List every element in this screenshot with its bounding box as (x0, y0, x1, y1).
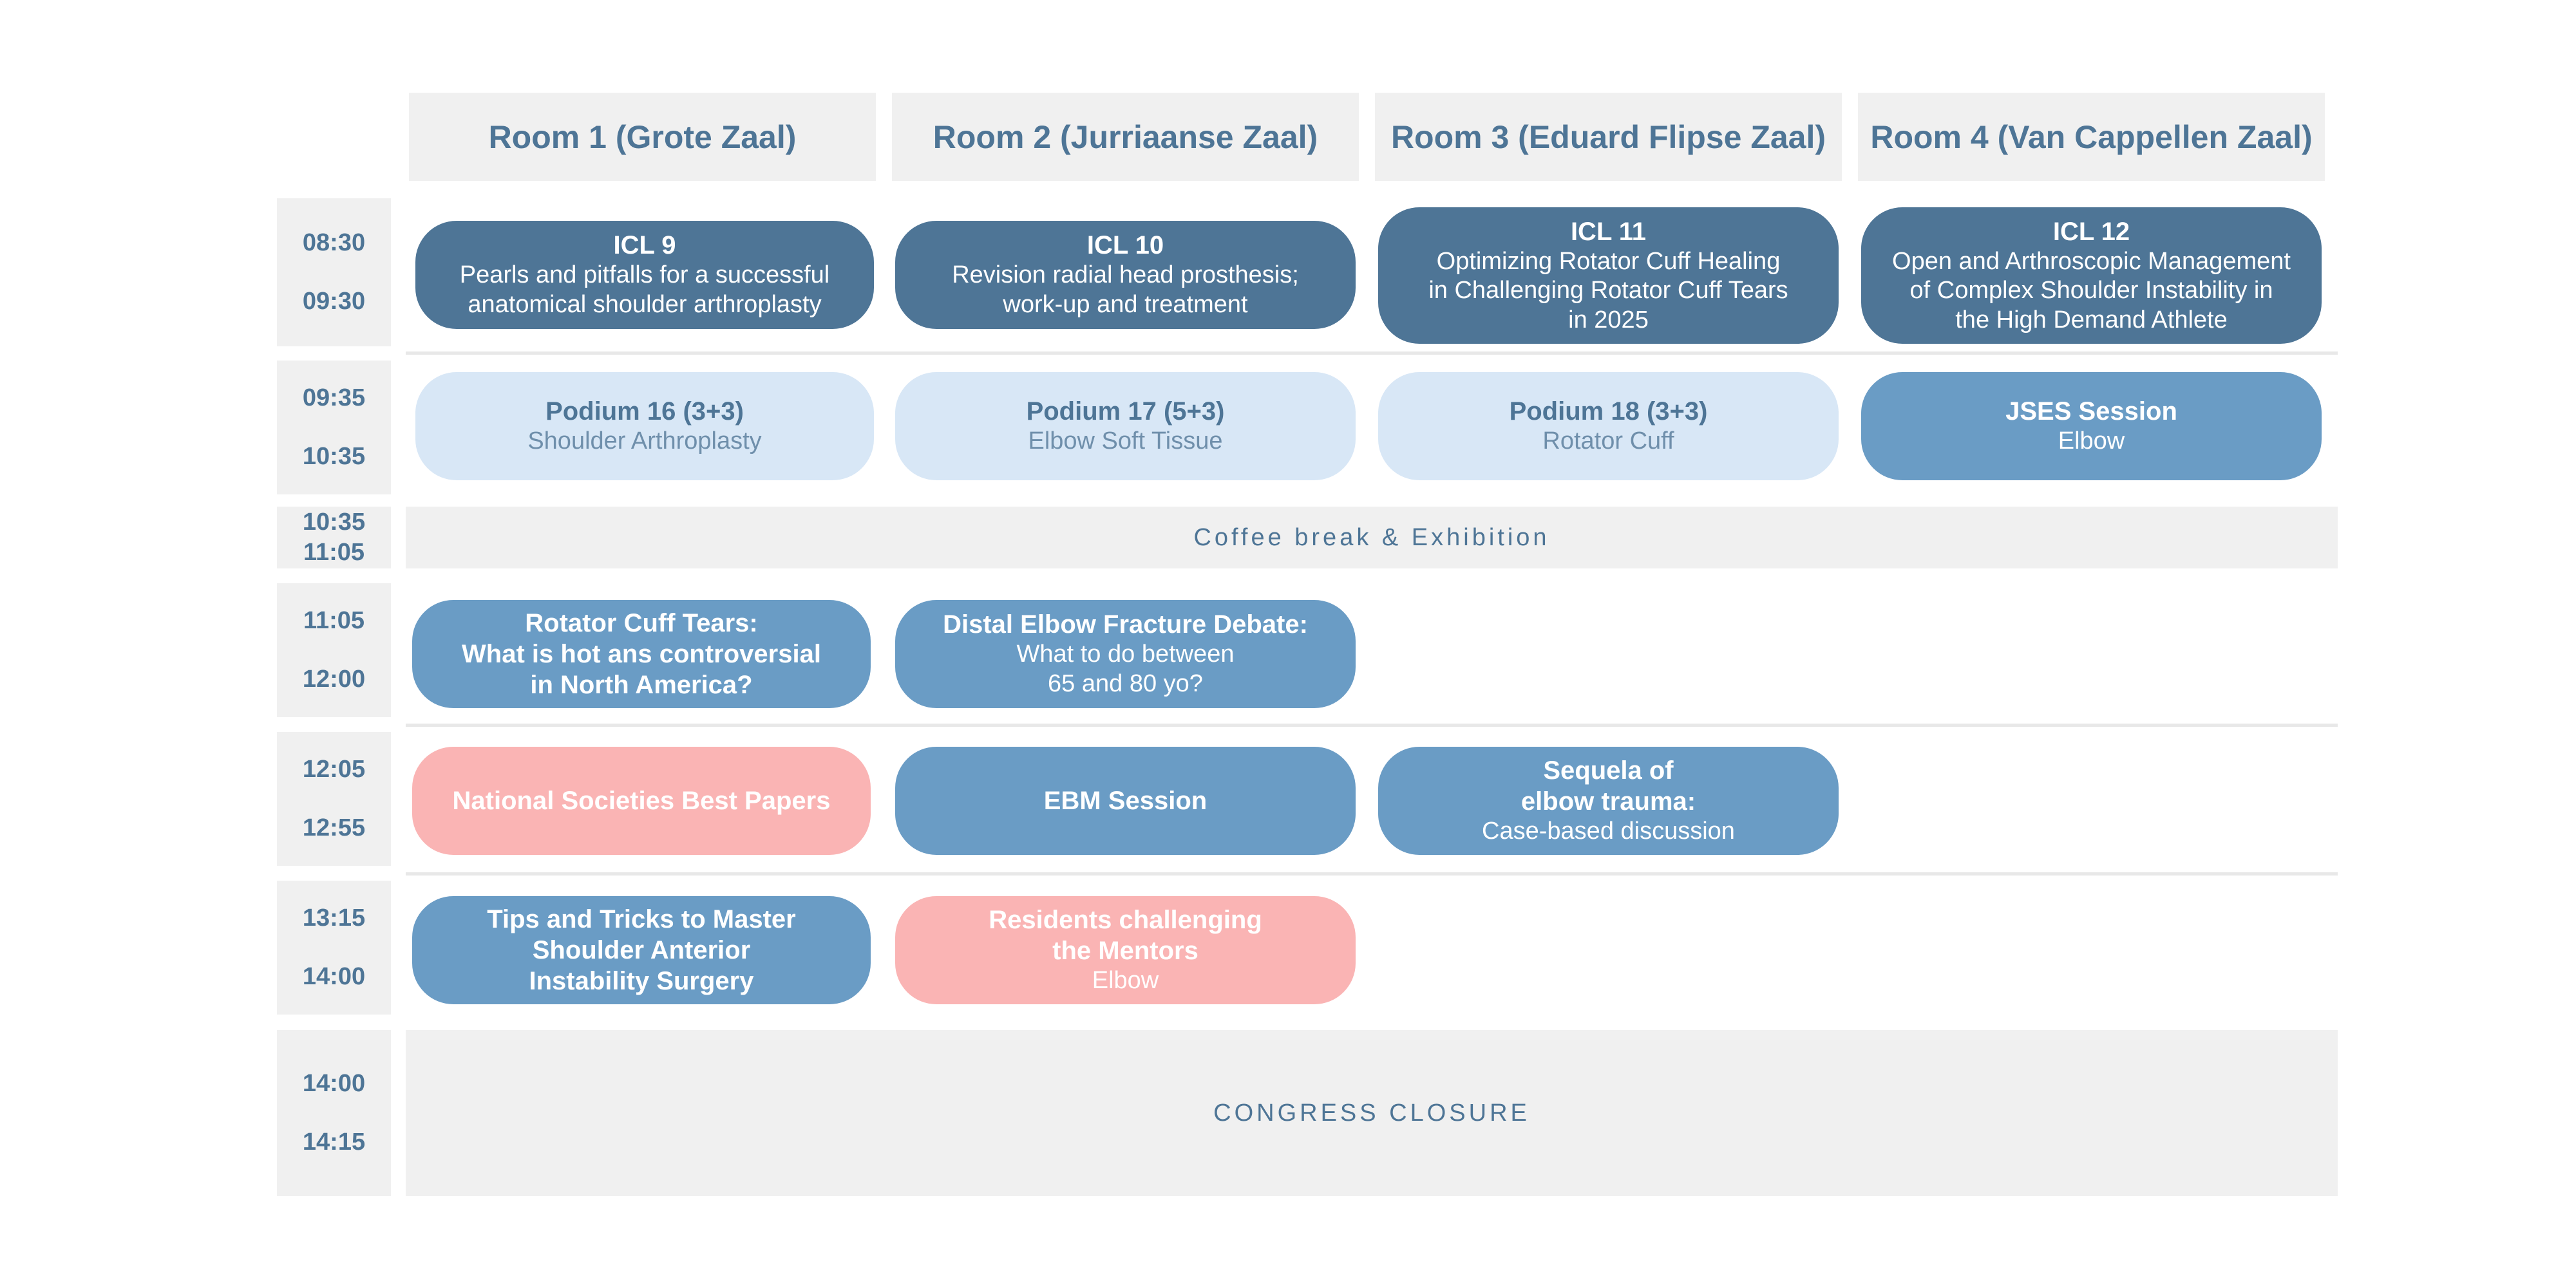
session-subtitle: Shoulder Arthroplasty (527, 427, 762, 455)
time-end: 14:15 (302, 1129, 366, 1156)
session-subtitle: Open and Arthroscopic Management of Comp… (1892, 247, 2291, 333)
session-title: National Societies Best Papers (452, 787, 831, 815)
room-header-1: Room 1 (Grote Zaal) (409, 93, 876, 181)
session-subtitle: Elbow (1092, 967, 1159, 995)
time-end: 11:05 (303, 539, 365, 566)
session-title: JSES Session (2005, 397, 2177, 426)
session-jses[interactable]: JSES Session Elbow (1861, 372, 2322, 480)
time-end: 12:55 (302, 814, 366, 841)
session-national-societies[interactable]: National Societies Best Papers (412, 747, 871, 855)
session-icl10[interactable]: ICL 10 Revision radial head prosthesis; … (895, 221, 1356, 329)
coffee-break-band: Coffee break & Exhibition (406, 507, 2338, 568)
session-subtitle: Revision radial head prosthesis; work-up… (952, 261, 1299, 318)
session-residents-challenging[interactable]: Residents challenging the Mentors Elbow (895, 896, 1356, 1004)
time-slot-4: 11:05 12:00 (277, 583, 391, 717)
session-title: Podium 18 (3+3) (1509, 397, 1708, 426)
room-header-4: Room 4 (Van Cappellen Zaal) (1858, 93, 2325, 181)
session-title: Podium 16 (3+3) (545, 397, 744, 426)
time-start: 08:30 (302, 229, 366, 256)
session-subtitle: Pearls and pitfalls for a successful ana… (459, 261, 830, 318)
time-slot-3: 10:35 11:05 (277, 507, 391, 568)
session-title: EBM Session (1043, 787, 1208, 815)
session-title: ICL 10 (1086, 231, 1164, 260)
time-slot-5: 12:05 12:55 (277, 732, 391, 866)
time-slot-1: 08:30 09:30 (277, 198, 391, 346)
session-podium17[interactable]: Podium 17 (5+3) Elbow Soft Tissue (895, 372, 1356, 480)
session-title: Rotator Cuff Tears: What is hot ans cont… (462, 609, 821, 699)
session-subtitle: What to do between 65 and 80 yo? (1016, 641, 1235, 697)
time-slot-7: 14:00 14:15 (277, 1030, 391, 1196)
row-divider (406, 351, 2338, 355)
session-title: Sequela of elbow trauma: (1520, 756, 1696, 816)
session-icl12[interactable]: ICL 12 Open and Arthroscopic Management … (1861, 207, 2322, 344)
time-end: 14:00 (302, 963, 366, 990)
time-end: 10:35 (302, 443, 366, 470)
time-start: 13:15 (302, 904, 366, 932)
session-subtitle: Rotator Cuff (1542, 427, 1674, 455)
time-start: 09:35 (302, 384, 366, 411)
session-subtitle: Elbow (2058, 427, 2125, 455)
row-divider (406, 872, 2338, 876)
session-title: Residents challenging the Mentors (989, 906, 1262, 966)
session-title: ICL 11 (1570, 217, 1647, 246)
time-start: 12:05 (302, 756, 366, 783)
session-title: ICL 9 (613, 231, 676, 260)
session-title: Distal Elbow Fracture Debate: (943, 610, 1308, 639)
time-end: 12:00 (302, 666, 366, 693)
time-start: 11:05 (303, 607, 365, 634)
room-header-2: Room 2 (Jurriaanse Zaal) (892, 93, 1359, 181)
session-podium16[interactable]: Podium 16 (3+3) Shoulder Arthroplasty (415, 372, 874, 480)
session-icl11[interactable]: ICL 11 Optimizing Rotator Cuff Healing i… (1378, 207, 1839, 344)
session-subtitle: Elbow Soft Tissue (1028, 427, 1223, 455)
time-end: 09:30 (302, 288, 366, 315)
session-title: Tips and Tricks to Master Shoulder Anter… (487, 905, 796, 995)
time-start: 10:35 (302, 509, 366, 536)
session-ebm[interactable]: EBM Session (895, 747, 1356, 855)
session-icl9[interactable]: ICL 9 Pearls and pitfalls for a successf… (415, 221, 874, 329)
room-header-3: Room 3 (Eduard Flipse Zaal) (1375, 93, 1842, 181)
session-subtitle: Optimizing Rotator Cuff Healing in Chall… (1428, 247, 1788, 333)
time-slot-6: 13:15 14:00 (277, 881, 391, 1015)
session-subtitle: Case-based discussion (1482, 818, 1735, 845)
session-sequela[interactable]: Sequela of elbow trauma: Case-based disc… (1378, 747, 1839, 855)
session-tips-tricks[interactable]: Tips and Tricks to Master Shoulder Anter… (412, 896, 871, 1004)
session-title: Podium 17 (5+3) (1026, 397, 1225, 426)
session-distal-elbow-debate[interactable]: Distal Elbow Fracture Debate: What to do… (895, 600, 1356, 708)
time-slot-2: 09:35 10:35 (277, 361, 391, 494)
session-rotator-cuff-tears[interactable]: Rotator Cuff Tears: What is hot ans cont… (412, 600, 871, 708)
congress-closure-band: CONGRESS CLOSURE (406, 1030, 2338, 1196)
row-divider (406, 724, 2338, 727)
session-podium18[interactable]: Podium 18 (3+3) Rotator Cuff (1378, 372, 1839, 480)
session-title: ICL 12 (2052, 217, 2130, 246)
time-start: 14:00 (302, 1070, 366, 1097)
